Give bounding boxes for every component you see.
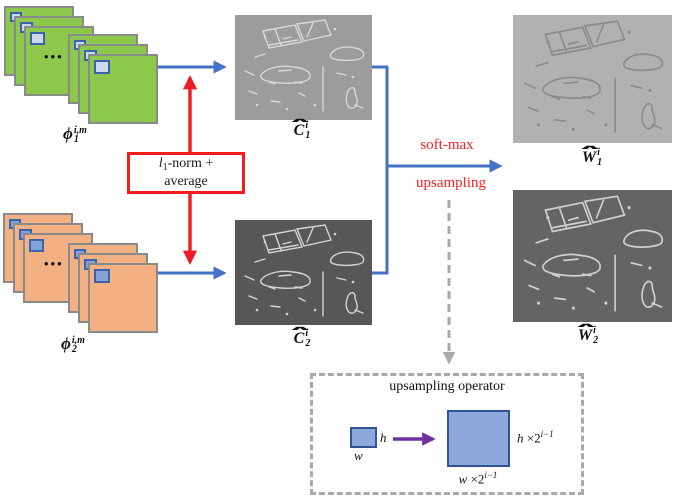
small-feature-square [350,427,377,448]
large-width-times: × [470,471,478,487]
large-width-sup: i−1 [484,470,498,480]
w2-sub: 2 [593,334,599,346]
l1-norm-average-box: l1-norm + average [127,152,245,194]
hat-accent-icon: ∧ [285,117,314,124]
large-width-base: 2 [477,471,485,487]
receptive-field-square [30,32,45,45]
hat-accent-icon: ∧ [285,325,314,332]
large-width-var: w [458,471,468,487]
w2-sup: i [593,325,596,336]
feature-map-slice [88,54,158,124]
phi2-sup: i,m [71,334,85,346]
hat-accent-icon: ∧ [576,144,604,151]
upsampling-operator-box [310,373,584,495]
c2-sup: i [305,328,309,339]
large-width-label: w ×2i−1 [438,470,518,487]
weight-map-w1-image [513,15,672,143]
softmax-text: soft-max [420,137,474,153]
c2-sub: 2 [305,337,311,349]
upsampled-feature-square [447,410,510,467]
phi1-base: ϕ [63,124,73,143]
large-height-var: h [517,430,524,446]
ellipsis-dots: ••• [44,49,64,64]
phi1-sup: i,m [73,124,87,136]
connector-c-merge [372,65,389,275]
feature-map-c1-image [235,15,372,120]
norm-var: l [158,155,163,171]
ellipsis-dots: ••• [44,256,64,271]
large-height-sup: i−1 [540,429,554,439]
c2-base: C [293,329,305,347]
c1-sub: 1 [305,129,311,141]
norm-box-line2: average [164,173,208,189]
c2-hat-group: ∧C [286,326,314,348]
small-width-label: w [354,448,363,463]
upsampling-operator-title: upsampling operator [389,379,505,394]
c1-base: C [293,121,305,139]
feature-map-c2-image [235,220,372,325]
w1-base: W [581,148,597,166]
receptive-field-square [94,269,110,283]
norm-var-sub: 1 [162,161,168,173]
norm-line1-rest: -norm + [167,155,214,171]
upsampling-text: upsampling [416,175,486,191]
w1-sup: i [597,147,600,158]
phi1-sub: 1 [73,134,79,145]
receptive-field-square [94,60,110,74]
c1-hat-group: ∧C [286,118,314,140]
phi2-base: ϕ [61,334,71,353]
large-height-times: × [526,430,535,446]
feature-map-slice [88,263,158,333]
receptive-field-square [29,239,44,252]
norm-box-line1: l1-norm + [159,156,214,174]
hat-accent-icon: ∧ [572,322,600,329]
weight-map-w2-image [513,190,672,322]
w1-sub: 1 [597,156,603,168]
c1-sup: i [305,120,309,131]
phi2-sub: 2 [71,344,77,355]
small-height-label: h [380,430,387,445]
large-height-label: h ×2i−1 [517,429,554,446]
large-height-base: 2 [534,430,541,446]
w1-hat-group: ∧W [576,145,604,167]
w2-base: W [577,326,593,344]
w2-hat-group: ∧W [572,323,600,345]
